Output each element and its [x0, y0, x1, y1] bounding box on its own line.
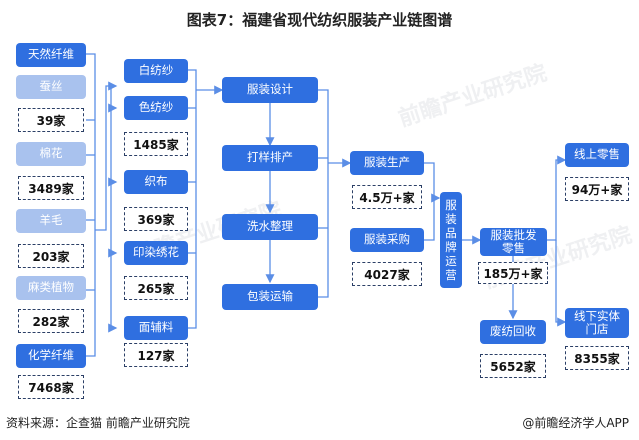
raw-material-silk: 蚕丝 — [16, 75, 86, 99]
brand-char: 品 — [445, 226, 457, 240]
step-packaging-transport: 包装运输 — [222, 284, 318, 310]
online-retail-count: 94万+家 — [565, 177, 629, 201]
garment-purchase-count: 4027家 — [352, 262, 422, 286]
raw-material-wool: 羊毛 — [16, 209, 86, 233]
step-washing-finishing: 洗水整理 — [222, 214, 318, 240]
process-weaving: 织布 — [124, 170, 188, 194]
offline-line1: 线下实体 — [574, 309, 620, 323]
garment-production-count: 4.5万+家 — [352, 185, 422, 209]
online-retail: 线上零售 — [565, 143, 629, 167]
source-note: 资料来源：企查猫 前瞻产业研究院 — [6, 416, 190, 430]
textile-recycle: 废纺回收 — [480, 320, 546, 344]
raw-material-silk-count: 39家 — [18, 108, 84, 132]
step-garment-design: 服装设计 — [222, 77, 318, 103]
wholesale-retail: 服装批发 零售 — [480, 228, 547, 256]
textile-recycle-count: 5652家 — [480, 354, 546, 378]
brand-char: 牌 — [445, 240, 457, 254]
brand-char: 营 — [445, 268, 457, 282]
offline-stores-count: 8355家 — [565, 346, 629, 370]
brand-char: 运 — [445, 254, 457, 268]
process-fabric-count: 127家 — [124, 343, 188, 367]
step-sampling-scheduling: 打样排产 — [222, 145, 318, 171]
process-dyeing-count: 265家 — [124, 276, 188, 300]
raw-material-hemp: 麻类植物 — [16, 276, 86, 300]
brand-operation: 服 装 品 牌 运 营 — [440, 192, 462, 288]
raw-material-wool-count: 203家 — [18, 244, 84, 268]
process-color-yarn: 色纺纱 — [124, 96, 188, 120]
process-dyeing-embroidery: 印染绣花 — [124, 241, 188, 265]
offline-stores: 线下实体 门店 — [565, 308, 629, 338]
raw-material-cotton-count: 3489家 — [18, 176, 84, 200]
garment-purchase: 服装采购 — [350, 228, 424, 252]
offline-line2: 门店 — [585, 322, 609, 336]
raw-material-hemp-count: 282家 — [18, 309, 84, 333]
process-white-yarn: 白纺纱 — [124, 59, 188, 83]
brand-char: 服 — [445, 198, 457, 212]
brand-char: 装 — [445, 212, 457, 226]
raw-material-cotton: 棉花 — [16, 142, 86, 166]
raw-material-chemical-fiber-count: 7468家 — [18, 375, 84, 399]
raw-material-chemical-fiber: 化学纤维 — [16, 344, 86, 368]
process-fabric-accessories: 面辅料 — [124, 316, 188, 340]
process-weaving-count: 369家 — [124, 207, 188, 231]
raw-material-natural-fiber: 天然纤维 — [16, 43, 86, 67]
process-color-yarn-count: 1485家 — [124, 132, 188, 156]
brand-credit: @前瞻经济学人APP — [522, 416, 629, 430]
wholesale-line2: 零售 — [502, 241, 525, 255]
chart-title: 图表7：福建省现代纺织服装产业链图谱 — [186, 11, 453, 29]
garment-production: 服装生产 — [350, 151, 424, 175]
wholesale-count: 185万+家 — [478, 262, 548, 284]
wholesale-line1: 服装批发 — [490, 228, 537, 242]
